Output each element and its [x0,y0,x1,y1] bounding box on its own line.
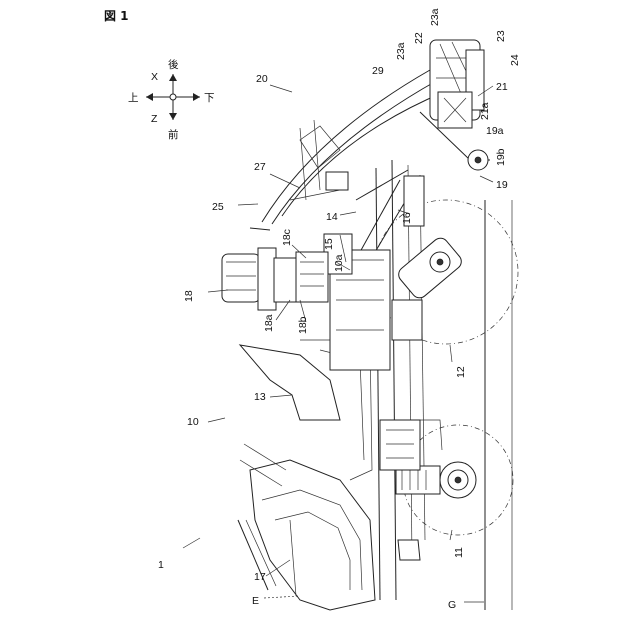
direction-front: 前 [168,128,179,141]
direction-rear: 後 [168,58,179,71]
figure-title: 図 1 [104,9,129,23]
ref-16: 16 [401,212,413,224]
ref-21a: 21a [479,102,491,120]
ref-10: 10 [187,416,199,428]
ref-13: 13 [254,391,266,403]
ground-line [485,200,512,610]
ref-G: G [448,599,456,611]
ref-21: 21 [496,81,508,93]
ref-27: 27 [254,161,266,173]
direction-up: 上 [128,92,139,104]
axis-z: Z [151,113,158,125]
ref-24: 24 [509,54,521,66]
direction-indicator: 上 下 前 後 X Z [128,58,215,141]
ref-18b: 18b [297,316,309,334]
ref-23a-left: 23a [395,42,407,60]
ref-12: 12 [455,366,467,378]
ref-19a: 19a [486,125,504,137]
ref-1: 1 [158,559,164,571]
ref-14: 14 [326,211,338,223]
ref-10a: 10a [333,254,345,272]
ref-25: 25 [212,201,224,213]
ref-20: 20 [256,73,268,85]
axis-x: X [151,71,158,83]
ref-18a: 18a [263,314,275,332]
ref-11: 11 [453,547,465,558]
ref-17: 17 [254,571,266,583]
ref-E: E [252,595,259,607]
direction-down: 下 [204,92,215,104]
ref-18: 18 [183,290,195,302]
ref-18c: 18c [281,229,293,246]
ref-15: 15 [323,238,335,250]
ref-23a-right: 23a [429,8,441,26]
ref-19b: 19b [495,148,507,166]
ref-22: 22 [413,32,425,44]
ref-29: 29 [372,65,384,77]
ref-19: 19 [496,179,508,191]
ref-23: 23 [495,30,507,42]
